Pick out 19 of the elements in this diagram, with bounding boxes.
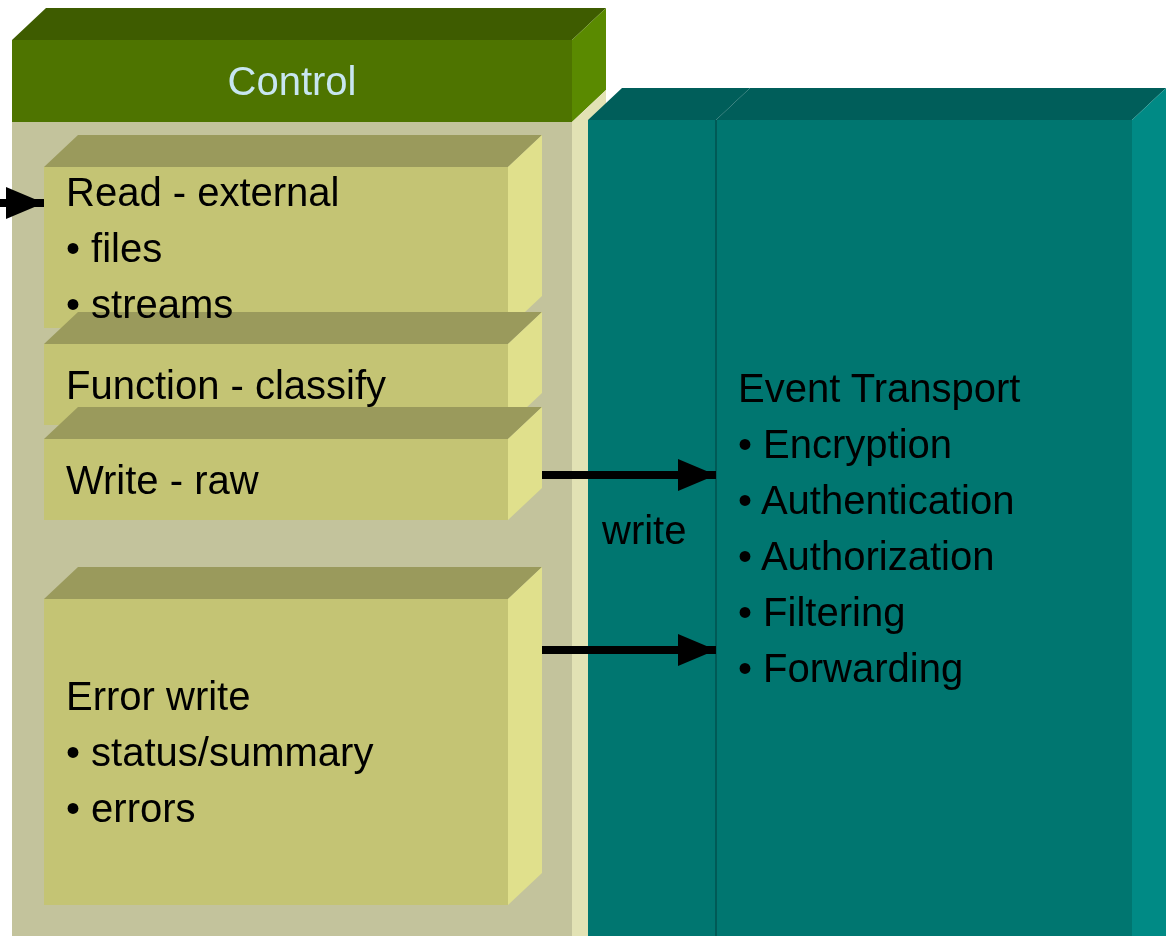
edge-label: write xyxy=(602,507,687,553)
arrow xyxy=(542,459,716,491)
arrow xyxy=(542,634,716,666)
bullet-item: • status/summary xyxy=(66,729,375,776)
bullet-item: • Authentication xyxy=(738,477,1016,524)
bullet-item: • Filtering xyxy=(738,589,907,636)
block-title: Event Transport xyxy=(738,365,1022,412)
bullet-item: • Forwarding xyxy=(738,645,965,692)
bullet-item: • files xyxy=(66,224,164,272)
panel-heading: Control xyxy=(227,58,357,105)
bullet-item: • Encryption xyxy=(738,421,954,468)
arrow xyxy=(0,187,44,219)
bullet-item: • errors xyxy=(66,785,197,832)
bullet-item: • streams xyxy=(66,280,235,328)
bullet-item: • Authorization xyxy=(738,533,996,580)
block-title: Function - classify xyxy=(66,361,388,409)
block-title: Read - external xyxy=(66,168,341,216)
block-title: Error write xyxy=(66,673,252,720)
block-title: Write - raw xyxy=(66,456,260,504)
